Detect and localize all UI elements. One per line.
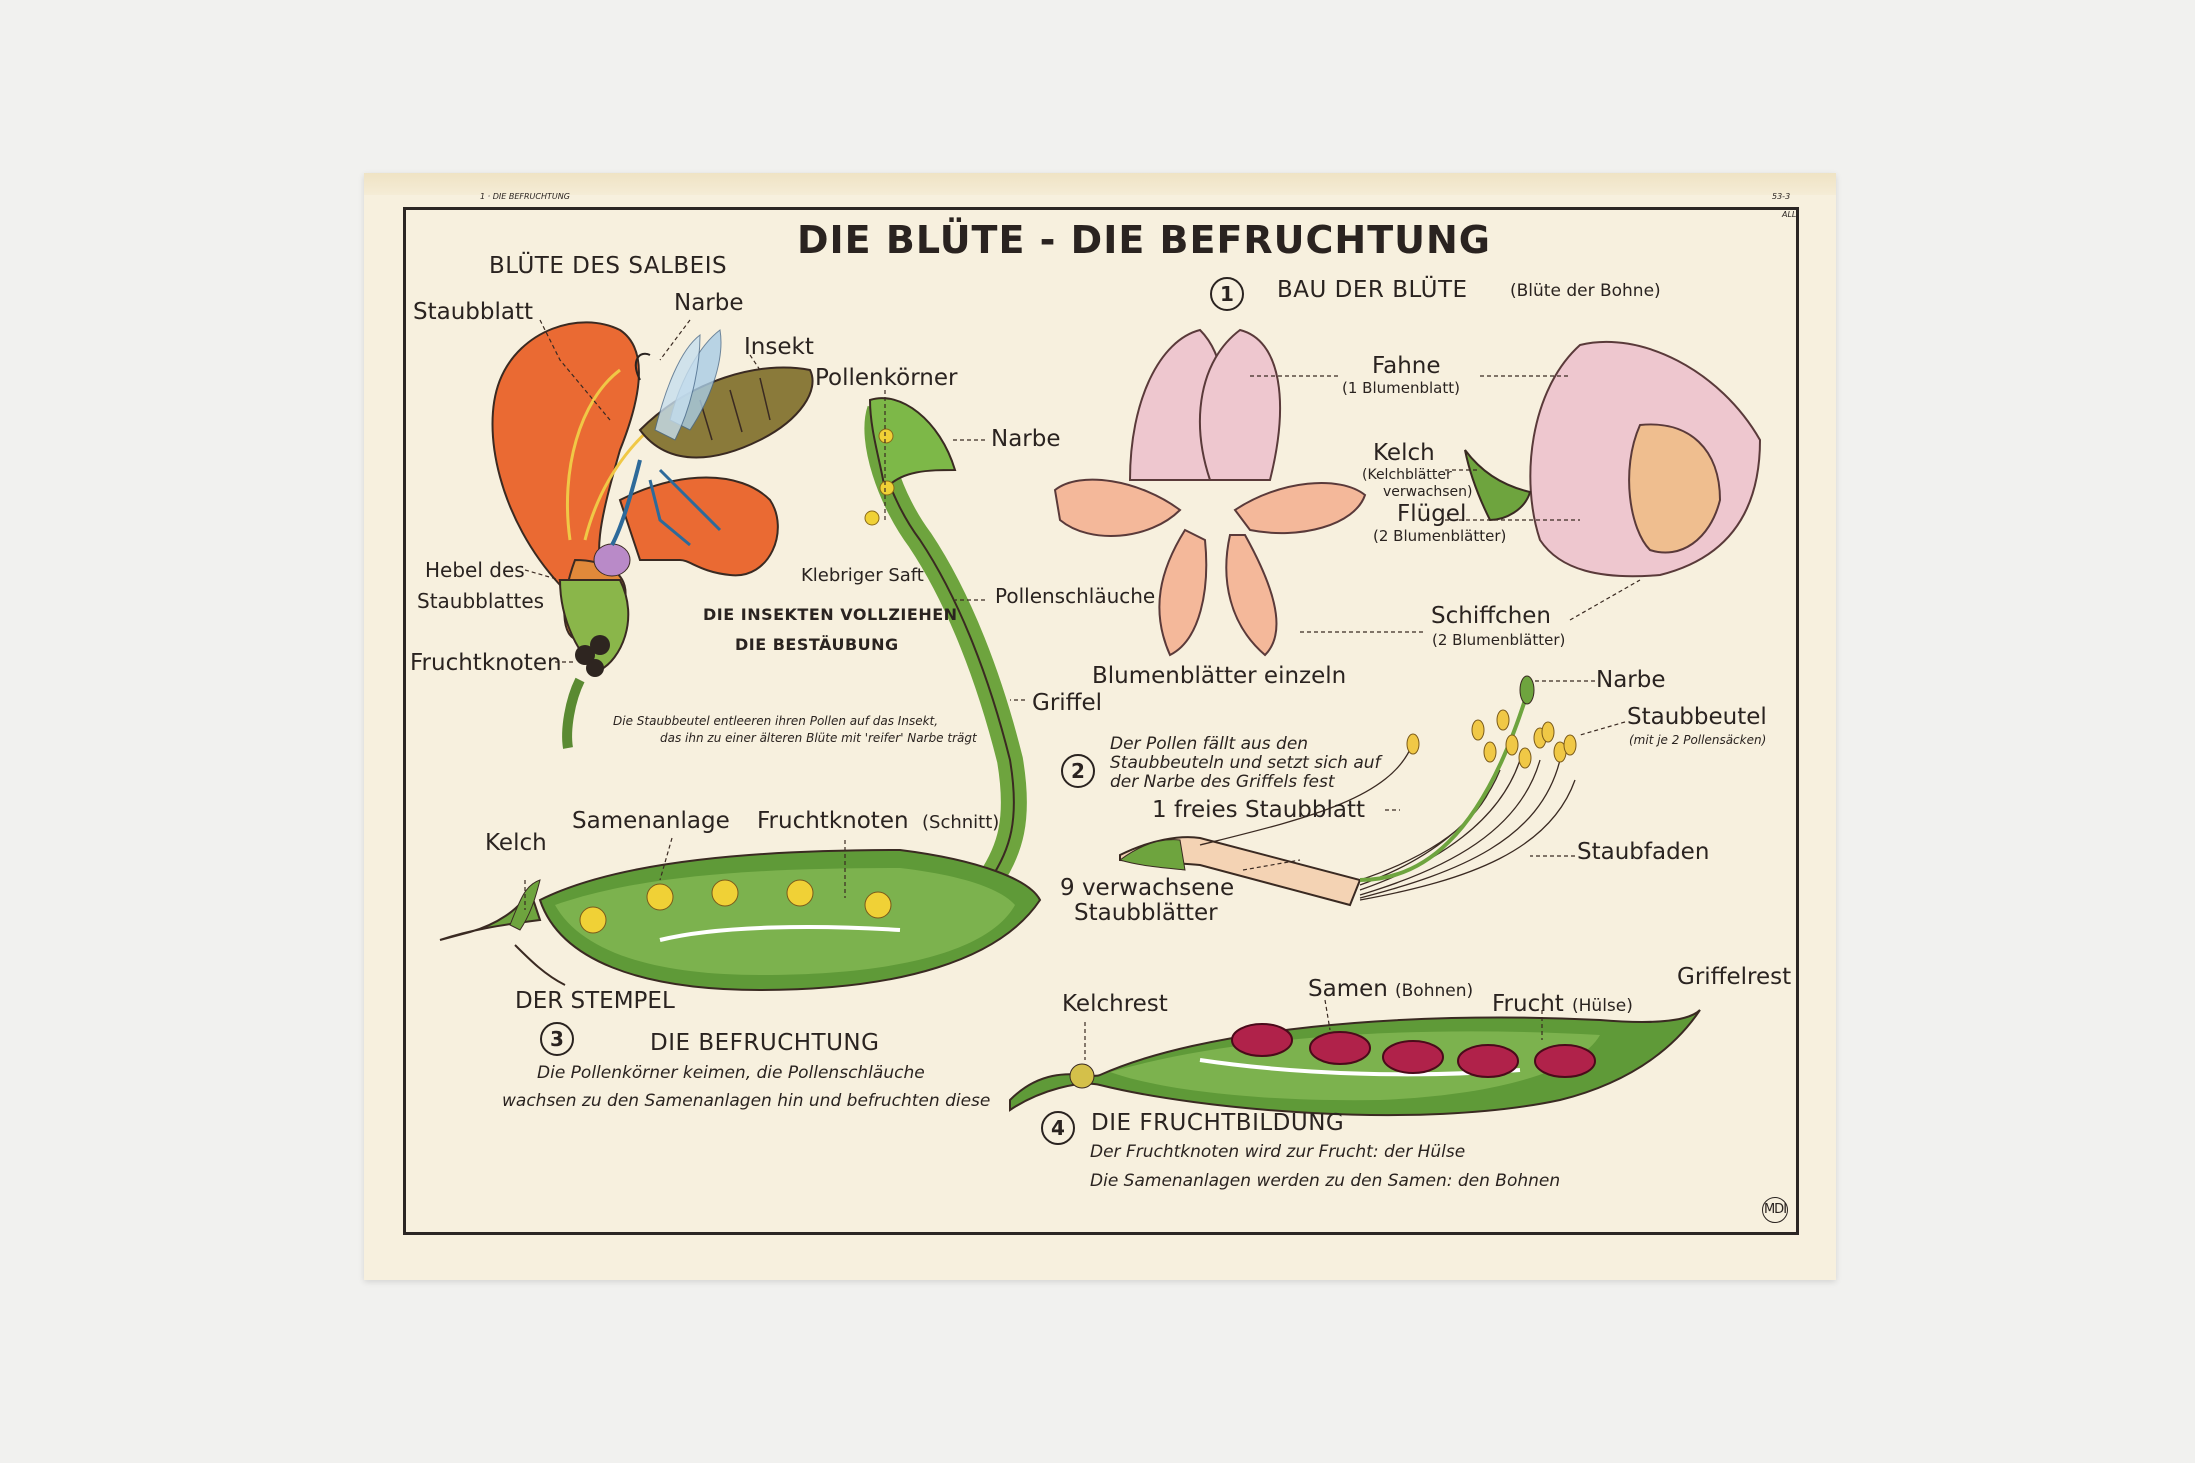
- section-2-text-3: der Narbe des Griffels fest: [1110, 772, 1335, 792]
- section-4-text-2: Die Samenanlagen werden zu den Samen: de…: [1090, 1171, 1561, 1191]
- poster-title: DIE BLÜTE - DIE BEFRUCHTUNG: [797, 218, 1491, 262]
- poster-top-edge: [364, 173, 1836, 195]
- label-griffel: Griffel: [1032, 690, 1103, 716]
- insekten-line-2: DIE BESTÄUBUNG: [735, 635, 899, 654]
- label-fahne-sub: (1 Blumenblatt): [1342, 379, 1460, 397]
- corner-label-right-bottom: ALL: [1782, 210, 1797, 219]
- label-narbe-pistil: Narbe: [991, 426, 1061, 452]
- section-1-heading: BAU DER BLÜTE: [1277, 277, 1468, 303]
- section-1-sub: (Blüte der Bohne): [1510, 281, 1661, 301]
- bean-pod-illustration: [1009, 1009, 1701, 1117]
- label-pollenkoerner: Pollenkörner: [815, 365, 958, 391]
- section-2-number: 2: [1061, 754, 1095, 788]
- section-4-text-1: Der Fruchtknoten wird zur Frucht: der Hü…: [1090, 1142, 1466, 1162]
- leader-lines: [524, 319, 1641, 1060]
- label-verwachsene-1: 9 verwachsene: [1060, 875, 1235, 901]
- stamen-illustration: [1118, 675, 1577, 907]
- section-1-number: 1: [1210, 277, 1244, 311]
- bean-flower-illustration: [1053, 328, 1762, 657]
- label-samenanlage: Samenanlage: [572, 808, 730, 834]
- label-staubbeutel: Staubbeutel: [1627, 704, 1767, 730]
- label-hebel-1: Hebel des: [425, 558, 525, 582]
- label-narbe-stamen: Narbe: [1596, 667, 1666, 693]
- section-4-number: 4: [1041, 1111, 1075, 1145]
- section-3-number: 3: [540, 1022, 574, 1056]
- label-blumenblaetter-einzeln: Blumenblätter einzeln: [1092, 663, 1347, 689]
- label-frucht-sub: (Hülse): [1572, 996, 1633, 1016]
- section-2-text-2: Staubbeuteln und setzt sich auf: [1110, 753, 1381, 773]
- label-kelchrest: Kelchrest: [1062, 991, 1168, 1017]
- salbei-note-2: das ihn zu einer älteren Blüte mit 'reif…: [660, 731, 977, 745]
- label-kelch-sub-2: verwachsen): [1383, 484, 1473, 500]
- label-insekt: Insekt: [744, 334, 814, 360]
- label-frucht: Frucht: [1492, 991, 1564, 1017]
- poster-frame: [403, 207, 1799, 1235]
- label-verwachsene-2: Staubblätter: [1074, 900, 1218, 926]
- corner-label-left: 1 · DIE BEFRUCHTUNG: [480, 192, 570, 201]
- label-samen: Samen: [1308, 976, 1388, 1002]
- label-kelch-pistil: Kelch: [485, 830, 547, 856]
- label-klebriger-saft: Klebriger Saft: [801, 565, 924, 586]
- label-kelch-bean: Kelch: [1373, 440, 1435, 466]
- salbei-note-1: Die Staubbeutel entleeren ihren Pollen a…: [613, 714, 939, 728]
- label-staubfaden: Staubfaden: [1577, 839, 1710, 865]
- publisher-logo: MDI: [1762, 1197, 1788, 1223]
- label-narbe-salbei: Narbe: [674, 290, 744, 316]
- label-hebel-2: Staubblattes: [417, 589, 545, 613]
- label-pollenschlaeuche: Pollenschläuche: [995, 584, 1156, 608]
- label-fruchtknoten-salbei: Fruchtknoten: [410, 650, 562, 676]
- pistil-illustration: [439, 397, 1042, 992]
- section-3-heading: DIE BEFRUCHTUNG: [650, 1030, 880, 1056]
- section-3-text-2: wachsen zu den Samenanlagen hin und befr…: [502, 1091, 991, 1111]
- label-kelch-sub-1: (Kelchblätter: [1362, 467, 1452, 483]
- corner-label-right-top: 53-3: [1772, 192, 1791, 201]
- label-fluegel: Flügel: [1397, 501, 1467, 527]
- label-fruchtknoten-pistil: Fruchtknoten: [757, 808, 909, 834]
- insekten-line-1: DIE INSEKTEN VOLLZIEHEN: [703, 605, 958, 624]
- label-schiffchen-sub: (2 Blumenblätter): [1432, 631, 1566, 649]
- label-staubblatt: Staubblatt: [413, 299, 534, 325]
- salbei-heading: BLÜTE DES SALBEIS: [489, 253, 728, 279]
- label-fluegel-sub: (2 Blumenblätter): [1373, 527, 1507, 545]
- label-schiffchen: Schiffchen: [1431, 603, 1552, 629]
- label-schnitt: (Schnitt): [922, 812, 1000, 833]
- section-4-heading: DIE FRUCHTBILDUNG: [1091, 1110, 1345, 1136]
- label-griffelrest: Griffelrest: [1677, 964, 1792, 990]
- label-staubbeutel-sub: (mit je 2 Pollensäcken): [1629, 733, 1767, 747]
- section-2-text-1: Der Pollen fällt aus den: [1110, 734, 1309, 754]
- label-der-stempel: DER STEMPEL: [515, 988, 675, 1014]
- section-3-text-1: Die Pollenkörner keimen, die Pollenschlä…: [537, 1063, 925, 1083]
- label-samen-sub: (Bohnen): [1395, 981, 1474, 1001]
- label-freies-staubblatt: 1 freies Staubblatt: [1152, 797, 1365, 823]
- label-fahne: Fahne: [1372, 353, 1441, 379]
- sage-flower-illustration: [491, 321, 814, 749]
